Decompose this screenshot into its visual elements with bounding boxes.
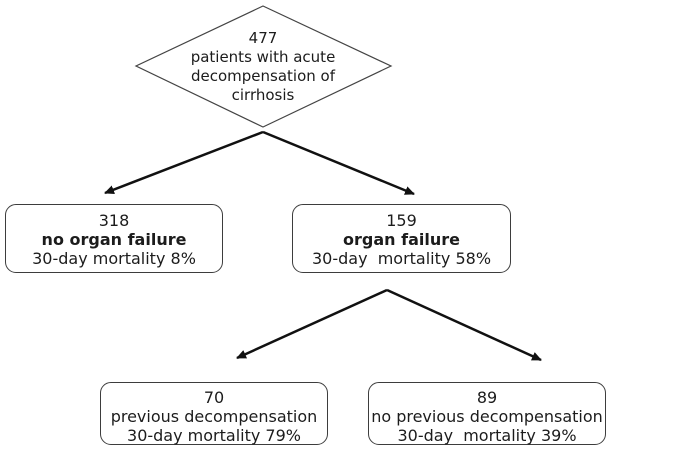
node-mortality: 30-day mortality 39%: [397, 426, 577, 445]
node-count: 159: [386, 211, 417, 230]
root-text-line: cirrhosis: [231, 86, 295, 104]
node-count: 318: [98, 211, 130, 230]
arrow-organ-failure-to-previous-decompensation: [236, 288, 388, 360]
arrow-root-to-organ-failure: [262, 130, 415, 196]
root-diamond-shape: [134, 5, 393, 128]
node-count: 70: [203, 388, 225, 407]
node-no-organ-failure: 318 no organ failure 30-day mortality 8%: [5, 204, 223, 273]
node-no-previous-decompensation: 89 no previous decompensation 30-day mor…: [368, 382, 606, 445]
arrow-organ-failure-to-no-previous-decompensation: [386, 288, 542, 362]
node-previous-decompensation: 70 previous decompensation 30-day mortal…: [100, 382, 328, 445]
node-mortality: 30-day mortality 79%: [127, 426, 301, 445]
node-mortality: 30-day mortality 8%: [32, 249, 196, 268]
node-label: no previous decompensation: [371, 407, 603, 426]
node-mortality: 30-day mortality 58%: [311, 249, 492, 268]
root-node: 477 patients with acute decompensation o…: [158, 29, 368, 105]
node-count: 89: [476, 388, 498, 407]
root-count: 477: [248, 29, 278, 47]
node-label: organ failure: [343, 230, 460, 249]
root-text-line: patients with acute: [190, 48, 336, 66]
node-label: no organ failure: [41, 230, 187, 249]
arrow-root-to-no-organ-failure: [104, 130, 264, 195]
root-text-line: decompensation of: [190, 67, 335, 85]
node-organ-failure: 159 organ failure 30-day mortality 58%: [292, 204, 511, 273]
node-label: previous decompensation: [110, 407, 318, 426]
